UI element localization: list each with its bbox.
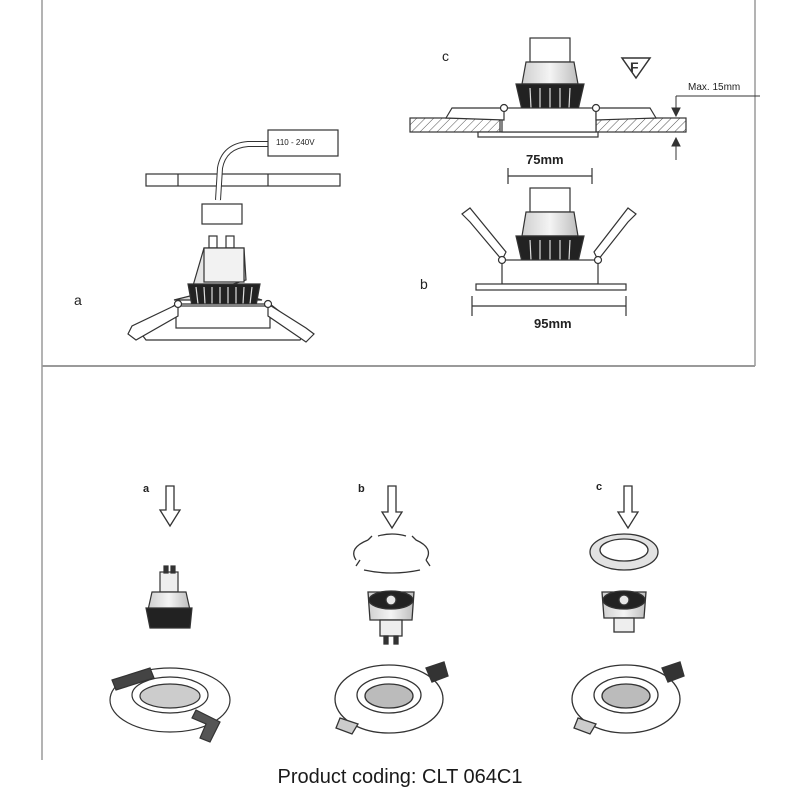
step-b-assembly bbox=[334, 533, 449, 735]
cutout-dimension bbox=[507, 168, 593, 184]
cutout-label: 75mm bbox=[526, 152, 564, 167]
product-coding-caption: Product coding: CLT 064C1 bbox=[277, 766, 523, 788]
max-depth-dimension bbox=[671, 95, 760, 160]
label-a-top: a bbox=[74, 292, 82, 308]
driver-box bbox=[267, 129, 339, 157]
step-label-b: b bbox=[358, 483, 365, 495]
driver-assembly bbox=[127, 129, 341, 343]
spring-clip-right-b bbox=[593, 207, 637, 262]
connector-block bbox=[201, 203, 243, 225]
ceiling-board bbox=[145, 173, 341, 187]
panel-frame bbox=[41, 0, 756, 760]
diameter-label: 95mm bbox=[534, 316, 572, 331]
label-b-top: b bbox=[420, 276, 428, 292]
max-depth-label: Max. 15mm bbox=[688, 82, 741, 93]
step-label-a: a bbox=[143, 483, 150, 495]
step-a-assembly bbox=[109, 565, 231, 743]
trim-flange bbox=[477, 131, 599, 138]
label-c-top: c bbox=[442, 48, 449, 64]
step-label-c: c bbox=[596, 481, 603, 493]
step-c-assembly bbox=[571, 533, 685, 735]
down-arrow-icon bbox=[158, 485, 640, 530]
spring-clip-left-b bbox=[461, 207, 507, 262]
fire-rating-f-icon: F bbox=[620, 57, 652, 80]
voltage-label: 110 - 240V bbox=[276, 138, 315, 147]
spring-clip-left-c bbox=[444, 107, 505, 121]
svg-text:F: F bbox=[630, 59, 639, 75]
spring-clip-left-a bbox=[127, 303, 179, 341]
flange-b bbox=[475, 283, 627, 291]
installed-lamp-c bbox=[409, 37, 687, 138]
spring-clip-right-a bbox=[267, 302, 315, 343]
spring-clip-right-c bbox=[595, 107, 658, 121]
lamp-clips-raised-b bbox=[461, 187, 637, 291]
retaining-clip bbox=[353, 533, 431, 574]
diameter-dimension bbox=[471, 296, 627, 316]
